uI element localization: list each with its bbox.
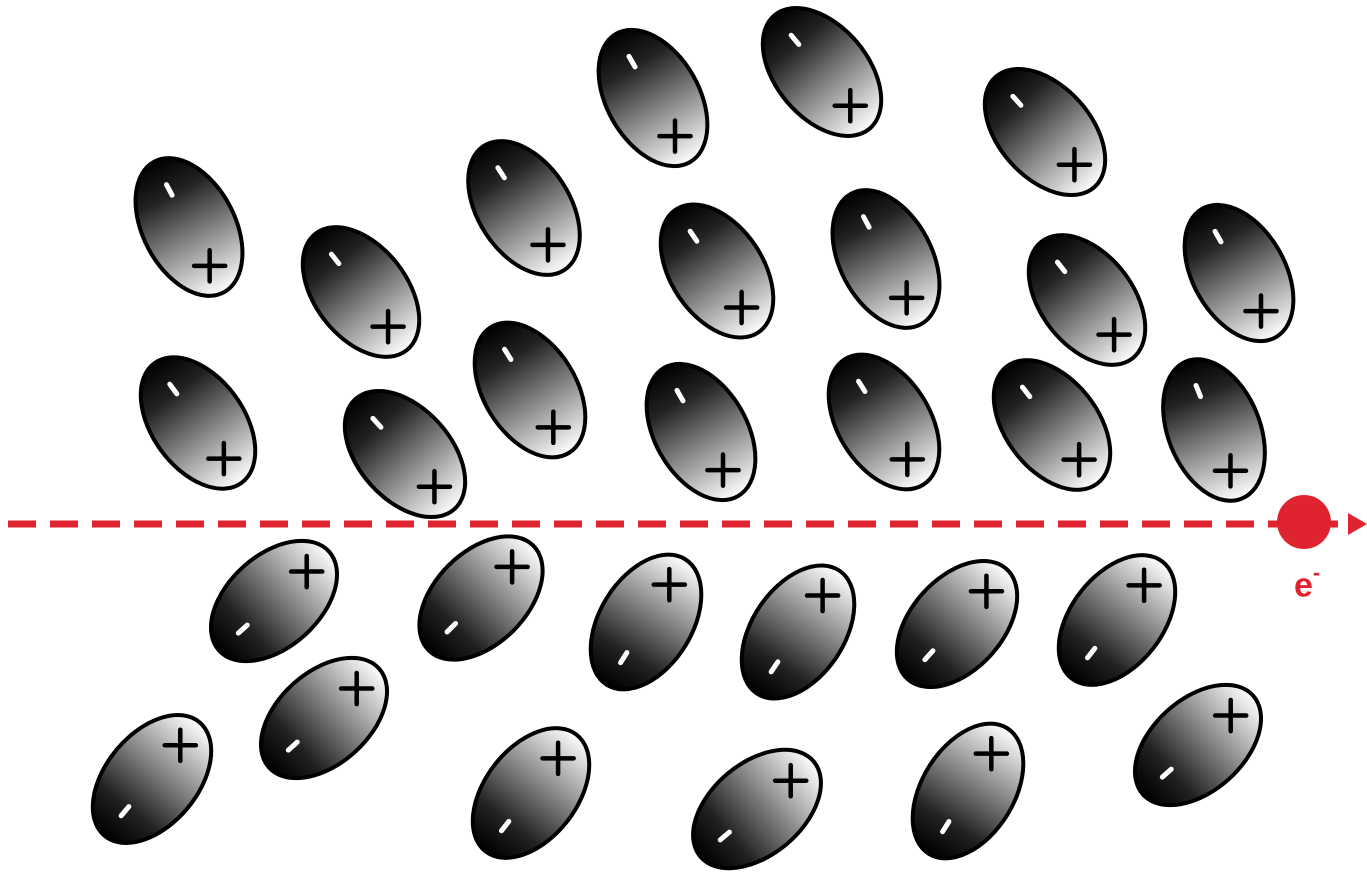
dipole-molecule (321, 368, 488, 540)
dipole-molecule (114, 140, 265, 314)
dipole-body (1035, 533, 1199, 706)
dipole-body (576, 11, 730, 185)
dipole-molecule (568, 535, 724, 709)
dipole-molecule (873, 538, 1040, 710)
dipole-molecule (739, 0, 905, 158)
dipole-body (890, 704, 1046, 872)
dipole-body (396, 513, 566, 683)
dipole-molecule (445, 121, 603, 295)
dipole-molecule (396, 513, 566, 683)
dipole-body (452, 303, 608, 477)
dipole-molecule (69, 693, 235, 866)
dipole-molecule (718, 545, 877, 719)
dipole-body (811, 172, 962, 346)
dipole-body (69, 693, 235, 866)
dipole-molecule (1162, 186, 1316, 360)
dipole-body (1112, 661, 1284, 828)
dipole-body (637, 184, 796, 358)
dipole-molecule (576, 11, 730, 185)
dipole-body (449, 706, 613, 872)
dipole-molecule (1035, 533, 1199, 706)
dipole-body (1144, 344, 1285, 516)
dipole-molecule (806, 335, 962, 509)
dipole-body (806, 335, 962, 509)
dipole-body (671, 726, 844, 872)
electron-label: e- (1294, 566, 1320, 602)
dipole-body (321, 368, 488, 540)
dipole-molecule (1144, 344, 1285, 516)
dipole-molecule (279, 205, 443, 378)
dipole-body (873, 538, 1040, 710)
dipole-body (718, 545, 877, 719)
dipole-molecule (624, 345, 778, 519)
dipole-body (624, 345, 778, 519)
dipole-molecule (637, 184, 796, 358)
electron-dot (1277, 495, 1331, 549)
dipole-body (445, 121, 603, 295)
dipole-body (961, 46, 1128, 218)
electron-path (8, 495, 1367, 549)
dipole-molecule (890, 704, 1046, 872)
dipole-molecule (811, 172, 962, 346)
dipole-body (568, 535, 724, 709)
dipole-group (69, 0, 1316, 872)
dipole-body (1162, 186, 1316, 360)
dipole-body (279, 205, 443, 378)
dipole-body (114, 140, 265, 314)
dipole-molecule (452, 303, 608, 477)
dipole-molecule (671, 726, 844, 872)
dipole-molecule (117, 336, 278, 510)
dipole-molecule (1112, 661, 1284, 828)
dipole-molecule (961, 46, 1128, 218)
dipole-molecule (449, 706, 613, 872)
dipole-body (117, 336, 278, 510)
dipole-body (739, 0, 905, 158)
arrowhead-icon (1348, 513, 1367, 535)
